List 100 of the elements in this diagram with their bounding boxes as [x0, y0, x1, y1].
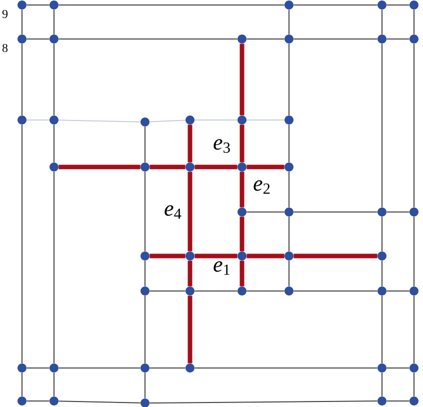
- graph-edge: [293, 290, 378, 292]
- graph-vertex: [410, 286, 418, 296]
- graph-edge: [240, 260, 244, 286]
- graph-vertex: [378, 364, 386, 372]
- graph-edge: [58, 164, 140, 170]
- graph-vertex: [238, 286, 246, 296]
- graph-vertex: [284, 162, 294, 172]
- graph-edge: [26, 38, 50, 40]
- graph-vertex: [140, 118, 150, 126]
- graph-edge: [149, 290, 186, 292]
- graph-vertex: [378, 252, 386, 260]
- graph-vertex: [284, 208, 294, 216]
- graph-edge: [194, 290, 238, 292]
- graph-vertex: [378, 0, 386, 10]
- graph-edge: [58, 400, 141, 404]
- graph-edge: [149, 400, 378, 404]
- graph-edge: [386, 290, 410, 292]
- graph-edge: [294, 254, 378, 258]
- graph-edge: [240, 172, 244, 208]
- graph-edge: [188, 172, 192, 252]
- graph-edge: [288, 9, 290, 35]
- graph-vertex: [378, 208, 386, 216]
- graph-vertex: [50, 116, 58, 124]
- graph-edge: [240, 44, 244, 116]
- graph-vertex: [410, 396, 418, 406]
- graph-edge: [188, 260, 192, 286]
- graph-vertex: [140, 252, 150, 260]
- edge-name: e$_{3}$: [214, 139, 230, 153]
- graph-edge: [26, 400, 50, 402]
- graph-vertex: [50, 364, 58, 372]
- graph-vertex: [50, 162, 58, 172]
- graph-edge: [293, 4, 378, 6]
- graph-vertex: [140, 162, 150, 172]
- graph-vertex: [284, 252, 294, 260]
- graph-vertex: [140, 364, 150, 372]
- graph-vertex: [410, 0, 418, 10]
- graph-vertex: [18, 364, 26, 372]
- graph-edge: [288, 216, 290, 252]
- graph-vertex: [238, 162, 246, 172]
- graph-edge: [194, 164, 238, 170]
- graph-vertex: [50, 396, 58, 406]
- edge-name: e$_{2}$: [254, 180, 270, 194]
- graph-vertex: [50, 34, 58, 44]
- graph-edge: [150, 254, 186, 258]
- graph-edge: [293, 38, 378, 40]
- graph-vertex: [378, 34, 386, 44]
- graph-vertex: [410, 208, 418, 216]
- graph-edge: [149, 120, 186, 122]
- graph-vertex: [186, 162, 194, 172]
- graph-edge: [188, 124, 192, 162]
- graph-vertex: [238, 252, 246, 260]
- graph-edge: [150, 164, 186, 170]
- graph-edge: [288, 43, 290, 116]
- graph-vertex: [18, 396, 26, 406]
- graph-vertex: [238, 116, 246, 124]
- edge-name: e$_{4}$: [164, 205, 182, 219]
- graph-vertex: [186, 252, 194, 260]
- graph-edge: [58, 38, 238, 40]
- graph-vertex: [238, 208, 246, 216]
- graph-edge: [246, 290, 285, 292]
- graph-edge: [58, 120, 141, 122]
- graph-vertex: [238, 34, 246, 44]
- graph-edge: [144, 372, 146, 399]
- row-number: 9: [2, 10, 8, 18]
- graph-vertex: [186, 364, 194, 372]
- graph-vertex: [186, 286, 194, 296]
- graph-edge: [144, 295, 146, 364]
- graph-edge: [240, 216, 244, 252]
- graph-edge: [246, 254, 284, 258]
- graph-vertex: [378, 396, 386, 406]
- graph-vertex: [378, 286, 386, 296]
- graph-vertex: [18, 0, 26, 10]
- graph-vertex: [410, 364, 418, 372]
- graph-edge: [144, 171, 146, 252]
- graph-edge: [144, 260, 146, 287]
- graph-edge: [288, 171, 290, 208]
- graph-vertex: [284, 34, 294, 44]
- edge-name: e$_{1}$: [214, 261, 230, 275]
- graph-edge: [386, 38, 410, 40]
- graph-edge: [386, 400, 410, 402]
- graph-vertex: [410, 34, 418, 44]
- graph-vertex: [284, 286, 294, 296]
- graph-vertex: [140, 286, 150, 296]
- graph-edge: [188, 296, 192, 364]
- graph-vertex: [186, 116, 194, 124]
- graph-edge: [288, 124, 290, 163]
- graph-edge: [240, 124, 244, 162]
- graph-edge: [58, 4, 285, 6]
- graph-vertex: [284, 0, 294, 10]
- graph-vertex: [140, 398, 150, 407]
- graph-edge: [26, 4, 50, 6]
- graph-edge: [288, 260, 290, 287]
- graph-edge: [144, 126, 146, 163]
- graph-vertex: [18, 116, 26, 124]
- graph-edge: [386, 4, 410, 6]
- graph-edge: [194, 254, 238, 258]
- row-number: 8: [2, 44, 8, 52]
- graph-vertex: [50, 0, 58, 10]
- graph-edge: [246, 164, 284, 170]
- graph-vertex: [284, 116, 294, 124]
